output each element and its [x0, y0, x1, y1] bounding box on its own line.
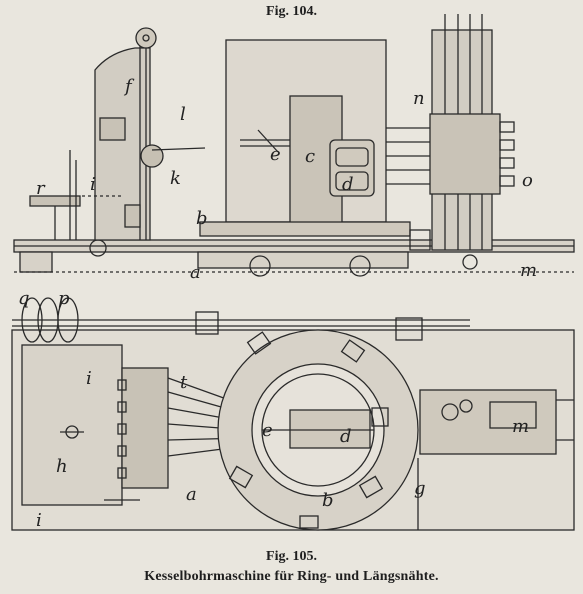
label-a: a	[186, 484, 197, 505]
label-p: p	[58, 288, 70, 309]
label-g: g	[414, 478, 426, 499]
label-o: o	[522, 170, 533, 191]
label-q: q	[18, 288, 30, 309]
label-i: i	[90, 174, 96, 195]
roller	[349, 255, 371, 277]
gear-k	[140, 144, 164, 168]
label-d: d	[342, 174, 354, 195]
top-pulley	[135, 27, 157, 49]
figure-105-caption: Fig. 105.	[266, 549, 317, 564]
label-e: e	[262, 420, 273, 441]
label-r: r	[36, 178, 46, 199]
roller	[462, 254, 478, 270]
label-t: t	[180, 372, 188, 393]
label-e: e	[270, 144, 281, 165]
figure-title: Kesselbohrmaschine für Ring- und Längsnä…	[144, 569, 439, 584]
label-l: l	[180, 104, 186, 125]
label-m: m	[512, 416, 529, 437]
label-b: b	[196, 208, 208, 229]
label-k: k	[170, 168, 181, 189]
label-a: a	[190, 262, 201, 283]
slide-block-h	[21, 344, 123, 506]
label-h: h	[56, 456, 68, 477]
label-b: b	[322, 490, 334, 511]
label-d: d	[340, 426, 352, 447]
label-m: m	[520, 260, 537, 281]
bed-foot	[19, 251, 53, 273]
label-n: n	[413, 88, 425, 109]
roller	[249, 255, 271, 277]
figure-104-drawing: f l n e c d k r i o b a m	[13, 14, 575, 283]
label-c: c	[305, 146, 315, 167]
label-i2: i	[36, 510, 42, 531]
figure-104-caption: Fig. 104.	[266, 4, 317, 19]
label-i: i	[86, 368, 92, 389]
